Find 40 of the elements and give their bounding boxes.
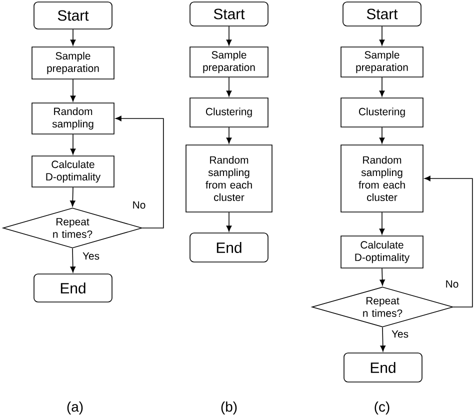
arrow — [380, 327, 386, 352]
process-box: Random sampling from each cluster — [340, 144, 424, 212]
arrow — [70, 187, 76, 207]
process-box: Sample preparation — [190, 46, 268, 78]
arrow — [226, 77, 232, 97]
panel-label: (b) — [221, 402, 237, 414]
terminal-box: End — [190, 232, 268, 262]
terminal-box: End — [34, 274, 112, 302]
process-box: Calculate D-optimality — [32, 156, 114, 188]
terminal-box: Start — [34, 2, 112, 30]
process-box: Random sampling — [32, 102, 114, 134]
process-box: Random sampling from each cluster — [186, 144, 272, 212]
panel-label: (c) — [374, 402, 390, 414]
process-box: Sample preparation — [32, 46, 114, 80]
process-box: Clustering — [190, 98, 268, 128]
arrow — [115, 116, 164, 228]
arrow — [226, 127, 232, 144]
arrow — [379, 77, 385, 97]
arrow — [379, 127, 385, 144]
process-box: Calculate D-optimality — [340, 236, 424, 268]
terminal-box: End — [344, 352, 422, 382]
process-box: Clustering — [340, 98, 424, 128]
arrow — [226, 26, 232, 46]
arrow — [379, 26, 385, 46]
arrow — [70, 248, 76, 273]
arrow — [70, 29, 76, 46]
panel-label: (a) — [67, 402, 83, 414]
edge-label: No — [131, 200, 147, 210]
edge-label: No — [444, 279, 460, 289]
arrow — [380, 268, 385, 286]
terminal-box: Start — [190, 2, 268, 26]
arrow — [379, 212, 385, 235]
edge-label: Yes — [81, 251, 101, 261]
arrow — [226, 212, 232, 232]
terminal-box: Start — [342, 2, 422, 26]
edge-label: Yes — [390, 329, 410, 339]
process-box: Sample preparation — [340, 46, 424, 78]
arrow — [424, 176, 473, 308]
arrow — [70, 79, 76, 102]
arrow — [70, 134, 76, 155]
